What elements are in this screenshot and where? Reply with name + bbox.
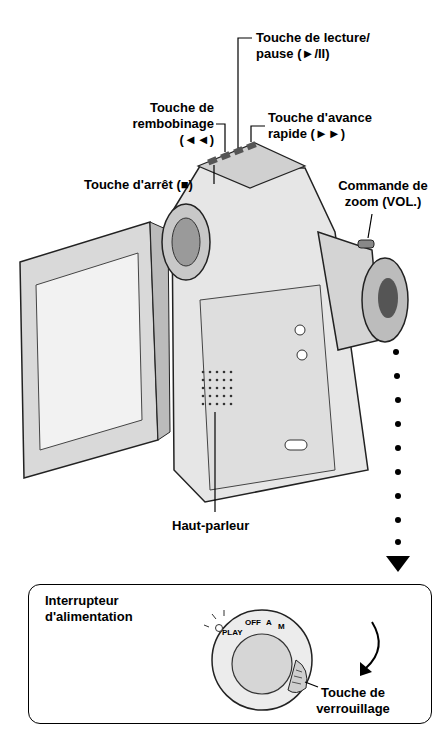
speaker-label: Haut-parleur bbox=[172, 518, 249, 534]
button-label: Touche de rembobinage (◄◄) bbox=[108, 100, 214, 148]
inset-label: Interrupteur d'alimentation bbox=[45, 593, 175, 625]
button-label: Touche d'avance rapide (►►) bbox=[268, 110, 398, 142]
dial-mark: OFF bbox=[245, 618, 261, 627]
dial-mark: M bbox=[278, 622, 285, 631]
button-label: Touche de lecture/ pause (►/II) bbox=[256, 30, 386, 62]
zoom-label: Commande de zoom (VOL.) bbox=[333, 178, 433, 210]
dial-mark: PLAY bbox=[222, 628, 243, 637]
dial-mark: A bbox=[266, 618, 272, 627]
inset-box: Interrupteur d'alimentationTouche de ver… bbox=[28, 584, 432, 724]
button-label: Touche d'arrêt (■) bbox=[84, 177, 193, 193]
inset-label: Touche de verrouillage bbox=[297, 685, 409, 717]
